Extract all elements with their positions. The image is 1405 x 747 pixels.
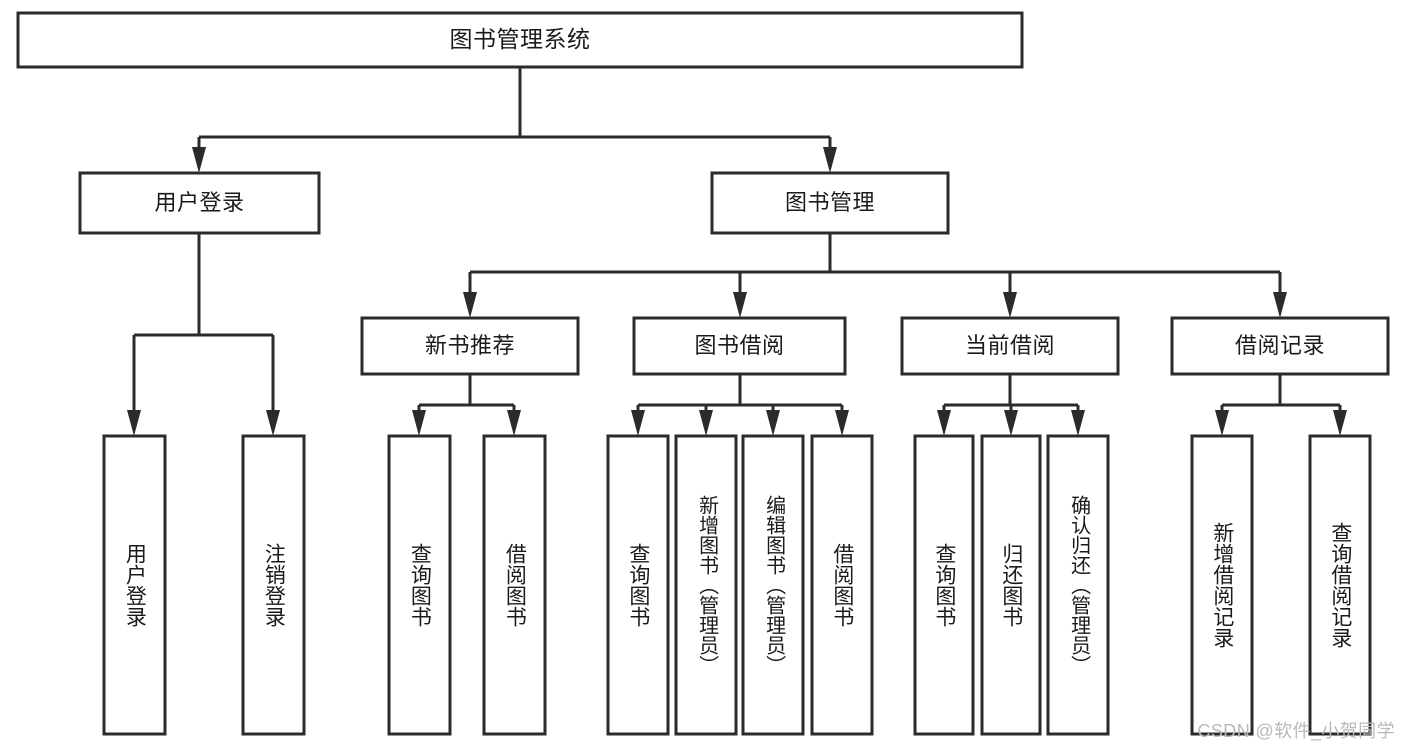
node-level2-box-0[interactable] [360, 316, 580, 376]
group-1-drop-2-arrowhead-icon [766, 410, 780, 436]
root-drop-0-arrowhead-icon [192, 147, 206, 173]
group-2-drop-2-arrowhead-icon [1071, 410, 1085, 436]
node-level2-box-3[interactable] [1170, 316, 1390, 376]
node-leaf-box-10[interactable] [1046, 434, 1110, 736]
connector-layer [127, 67, 1347, 436]
node-leaf-box-3[interactable] [482, 434, 547, 736]
node-leaf-box-11[interactable] [1190, 434, 1254, 736]
node-leaf-box-1[interactable] [241, 434, 306, 736]
node-leaf-box-8[interactable] [913, 434, 975, 736]
node-leaf-box-7[interactable] [810, 434, 874, 736]
group-3-drop-1-arrowhead-icon [1333, 410, 1347, 436]
group-1-drop-0-arrowhead-icon [631, 410, 645, 436]
node-level2-box-1[interactable] [632, 316, 847, 376]
node-leaf-box-2[interactable] [387, 434, 452, 736]
node-leaf-box-4[interactable] [606, 434, 670, 736]
login-drop-1-arrowhead-icon [266, 410, 280, 436]
manage-drop-1-arrowhead-icon [733, 292, 747, 318]
node-leaf-box-6[interactable] [741, 434, 805, 736]
manage-drop-2-arrowhead-icon [1003, 292, 1017, 318]
group-2-drop-0-arrowhead-icon [937, 410, 951, 436]
node-box-layer [16, 11, 1390, 736]
node-leaf-box-5[interactable] [674, 434, 738, 736]
node-level2-box-2[interactable] [900, 316, 1120, 376]
manage-drop-3-arrowhead-icon [1273, 292, 1287, 318]
group-0-drop-0-arrowhead-icon [412, 410, 426, 436]
node-leaf-box-9[interactable] [980, 434, 1042, 736]
group-2-drop-1-arrowhead-icon [1004, 410, 1018, 436]
manage-drop-0-arrowhead-icon [463, 292, 477, 318]
group-3-drop-0-arrowhead-icon [1215, 410, 1229, 436]
root-drop-1-arrowhead-icon [823, 147, 837, 173]
node-leaf-box-0[interactable] [102, 434, 167, 736]
group-0-drop-1-arrowhead-icon [507, 410, 521, 436]
group-1-drop-1-arrowhead-icon [699, 410, 713, 436]
node-root-box[interactable] [16, 11, 1024, 69]
login-drop-0-arrowhead-icon [127, 410, 141, 436]
node-level1-box-0[interactable] [78, 171, 321, 235]
group-1-drop-3-arrowhead-icon [835, 410, 849, 436]
node-leaf-box-12[interactable] [1308, 434, 1372, 736]
node-level1-box-1[interactable] [710, 171, 950, 235]
